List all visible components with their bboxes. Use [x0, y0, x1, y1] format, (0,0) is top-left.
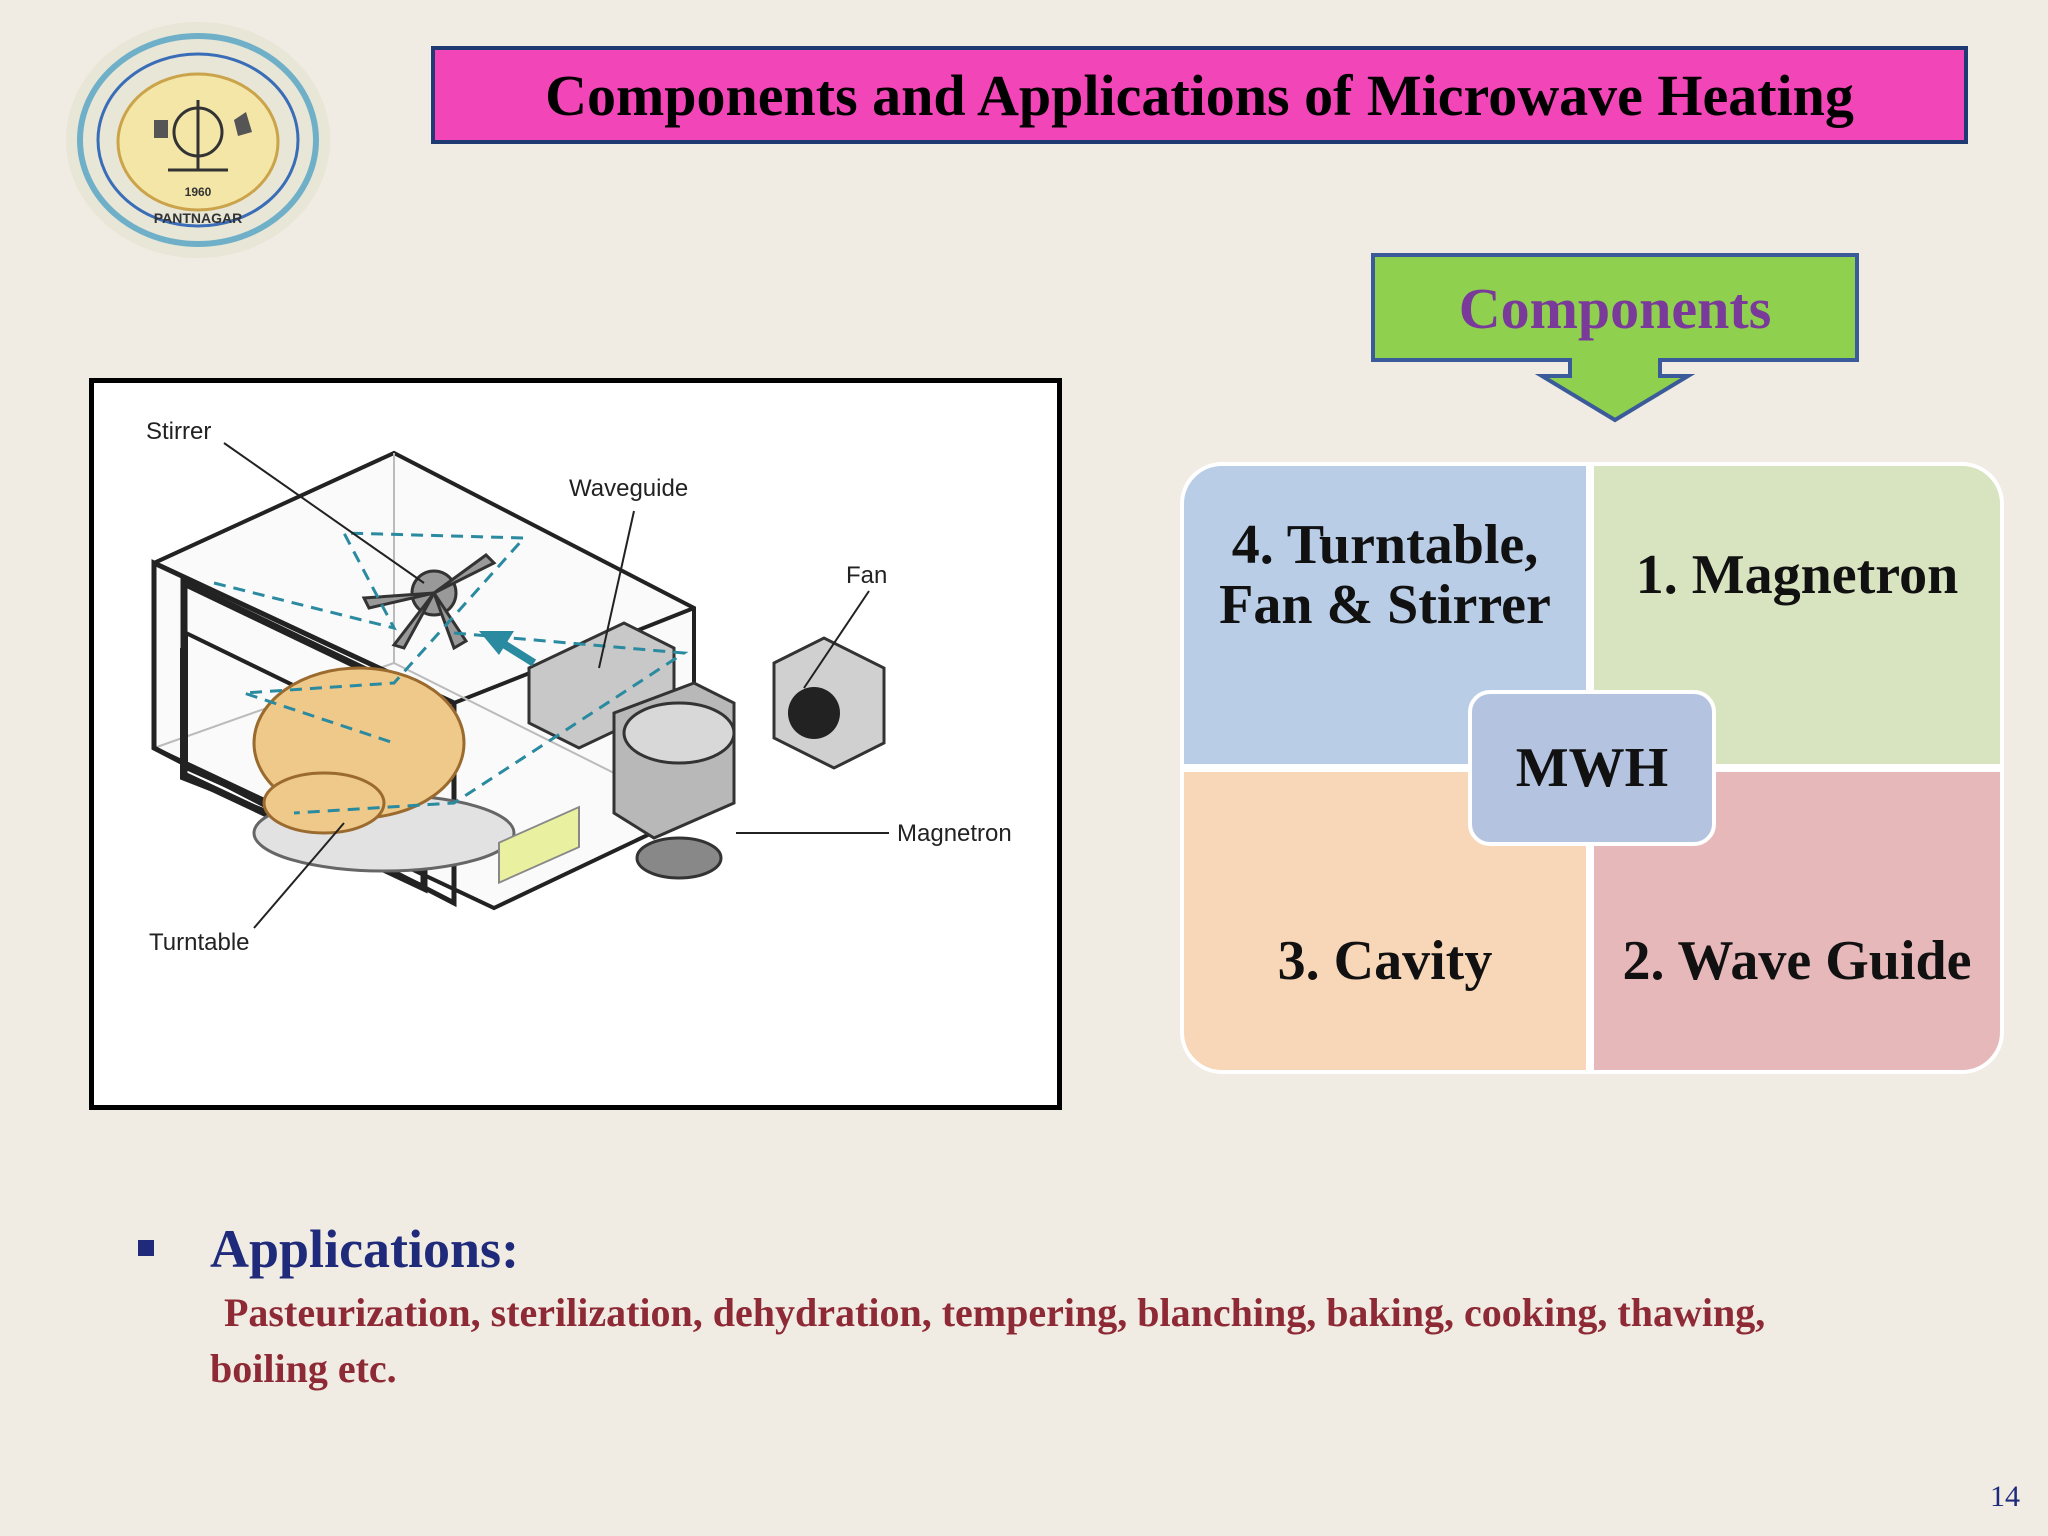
component-turntable-fan-stirrer: 4. Turntable, Fan & Stirrer [1180, 462, 1590, 768]
microwave-illustration: Stirrer Waveguide Fan Magnetron Turntabl… [146, 418, 1012, 956]
components-callout-label: Components [1458, 275, 1772, 341]
label-waveguide: Waveguide [569, 475, 688, 502]
svg-text:1960: 1960 [185, 185, 212, 199]
label-fan: Fan [846, 562, 887, 589]
label-magnetron: Magnetron [897, 820, 1012, 847]
slide-title: Components and Applications of Microwave… [545, 62, 1854, 128]
university-logo: 1960 PANTNAGAR [66, 22, 330, 258]
applications-heading: Applications: [210, 1219, 520, 1279]
applications-text: Pasteurization, sterilization, dehydrati… [210, 1290, 1766, 1391]
page-number: 14 [1990, 1480, 2020, 1513]
components-matrix: 4. Turntable, Fan & Stirrer 1. Magnetron… [1180, 462, 2004, 1074]
title-banner: Components and Applications of Microwave… [431, 46, 1968, 144]
label-turntable: Turntable [149, 929, 250, 956]
svg-text:PANTNAGAR: PANTNAGAR [154, 210, 242, 226]
components-callout-shape [1371, 253, 1859, 423]
bullet-icon [138, 1240, 154, 1256]
microwave-diagram: Stirrer Waveguide Fan Magnetron Turntabl… [89, 378, 1062, 1110]
component-magnetron: 1. Magnetron [1590, 462, 2004, 768]
label-stirrer: Stirrer [146, 418, 211, 445]
component-center-mwh: MWH [1468, 690, 1716, 846]
